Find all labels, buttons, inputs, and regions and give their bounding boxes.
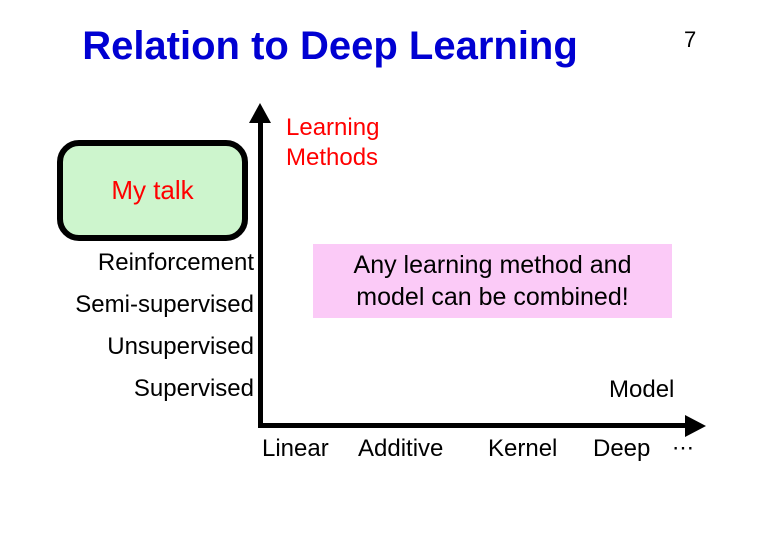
combination-note-text: Any learning method and model can be com… xyxy=(353,251,632,311)
y-tick-semi-supervised: Semi-supervised xyxy=(75,291,254,318)
y-axis-line xyxy=(258,118,263,428)
x-tick-kernel: Kernel xyxy=(488,435,558,462)
slide-number: 7 xyxy=(684,27,697,52)
y-axis-arrow-icon xyxy=(249,103,271,123)
x-tick-deep: Deep xyxy=(593,435,651,462)
y-axis-title: Learning Methods xyxy=(286,114,380,171)
x-axis-line xyxy=(258,423,688,428)
y-tick-unsupervised: Unsupervised xyxy=(107,333,254,360)
x-axis-arrow-icon xyxy=(685,415,706,437)
x-axis-title: Model xyxy=(609,376,675,403)
page-title: Relation to Deep Learning xyxy=(82,24,578,68)
x-tick-linear: Linear xyxy=(262,435,329,462)
x-tick-ellipsis: ⋯ xyxy=(672,435,694,460)
x-tick-additive: Additive xyxy=(358,435,444,462)
combination-note-box: Any learning method and model can be com… xyxy=(313,244,672,318)
y-axis-tick-labels: Reinforcement Semi-supervised Unsupervis… xyxy=(0,249,254,417)
x-axis-tick-labels: Linear Additive Kernel Deep ⋯ xyxy=(258,435,708,469)
y-tick-reinforcement: Reinforcement xyxy=(97,249,254,276)
my-talk-label: My talk xyxy=(111,175,194,205)
my-talk-callout-box: My talk xyxy=(57,140,248,241)
y-tick-supervised: Supervised xyxy=(133,375,254,402)
